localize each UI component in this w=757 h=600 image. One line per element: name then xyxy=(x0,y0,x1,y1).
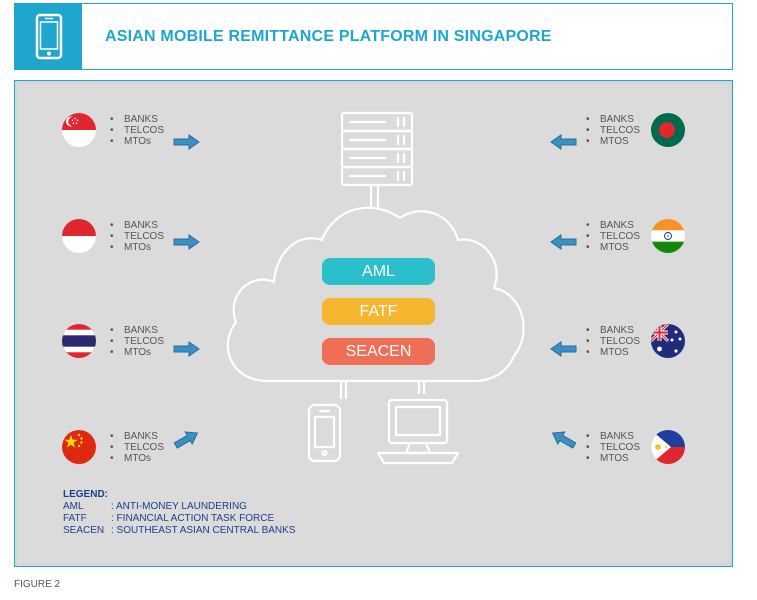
smartphone-icon xyxy=(35,13,63,60)
right-list-2: •BANKS •TELCOS •MTOS xyxy=(586,220,640,253)
list-item: •BANKS xyxy=(586,325,634,336)
china-flag-icon xyxy=(62,430,96,464)
server-rack-icon xyxy=(340,111,414,210)
left-list-1: •BANKS •TELCOS •MTOs xyxy=(110,114,164,147)
arrow-right-icon xyxy=(173,234,200,250)
list-item: •TELCOS xyxy=(110,442,165,453)
arrow-up-left-icon xyxy=(551,431,577,449)
list-item: •BANKS xyxy=(110,325,158,336)
list-item: •TELCOS xyxy=(586,125,641,136)
legend-title: LEGEND: xyxy=(63,489,108,500)
left-list-2: •BANKS •TELCOS •MTOs xyxy=(110,220,164,253)
mobile-phone-icon xyxy=(307,403,342,463)
arrow-up-right-icon xyxy=(173,431,199,449)
list-item: •TELCOS xyxy=(586,231,641,242)
left-list-4: •BANKS •TELCOS •MTOs xyxy=(110,431,164,464)
legend-entry: AML: ANTI-MONEY LAUNDERING xyxy=(63,501,247,512)
list-item: •MTOs xyxy=(110,453,152,464)
list-item: •BANKS xyxy=(110,114,158,125)
figure-caption: FIGURE 2 xyxy=(14,579,61,590)
arrow-right-icon xyxy=(173,134,200,150)
list-item: •MTOS xyxy=(586,242,629,253)
cloud-icon xyxy=(226,206,525,383)
list-item: •TELCOS xyxy=(110,336,165,347)
list-item: •TELCOS xyxy=(586,336,641,347)
arrow-left-icon xyxy=(550,134,577,150)
arrow-left-icon xyxy=(550,341,577,357)
singapore-flag-icon xyxy=(62,113,96,147)
thailand-flag-icon xyxy=(62,324,96,358)
philippines-flag-icon xyxy=(651,430,685,464)
aml-pill: AML xyxy=(322,258,435,285)
arrow-left-icon xyxy=(550,234,577,250)
header-icon-box xyxy=(15,4,82,69)
diagram-header: ASIAN MOBILE REMITTANCE PLATFORM IN SING… xyxy=(14,3,733,70)
fatf-pill: FATF xyxy=(322,298,435,325)
list-item: •MTOs xyxy=(110,347,152,358)
list-item: •MTOS xyxy=(586,453,629,464)
diagram-title: ASIAN MOBILE REMITTANCE PLATFORM IN SING… xyxy=(105,28,552,45)
list-item: •MTOs xyxy=(110,242,152,253)
list-item: •BANKS xyxy=(110,220,158,231)
india-flag-icon xyxy=(651,219,685,253)
legend-entry: FATF: FINANCIAL ACTION TASK FORCE xyxy=(63,513,275,524)
desktop-computer-icon xyxy=(376,398,460,465)
legend: LEGEND: AML: ANTI-MONEY LAUNDERING FATF:… xyxy=(63,489,296,537)
list-item: •BANKS xyxy=(110,431,158,442)
right-list-1: •BANKS •TELCOS •MTOS xyxy=(586,114,640,147)
right-list-3: •BANKS •TELCOS •MTOS xyxy=(586,325,640,358)
right-list-4: •BANKS •TELCOS •MTOS xyxy=(586,431,640,464)
list-item: •BANKS xyxy=(586,220,634,231)
list-item: •MTOS xyxy=(586,136,629,147)
indonesia-flag-icon xyxy=(62,219,96,253)
list-item: •MTOs xyxy=(110,136,152,147)
bangladesh-flag-icon xyxy=(651,113,685,147)
arrow-right-icon xyxy=(173,341,200,357)
list-item: •TELCOS xyxy=(586,442,641,453)
australia-flag-icon xyxy=(651,324,685,358)
list-item: •TELCOS xyxy=(110,231,165,242)
legend-entry: SEACEN: SOUTHEAST ASIAN CENTRAL BANKS xyxy=(63,525,296,536)
list-item: •MTOS xyxy=(586,347,629,358)
seacen-pill: SEACEN xyxy=(322,338,435,365)
list-item: •BANKS xyxy=(586,431,634,442)
left-list-3: •BANKS •TELCOS •MTOs xyxy=(110,325,164,358)
list-item: •TELCOS xyxy=(110,125,165,136)
list-item: •BANKS xyxy=(586,114,634,125)
